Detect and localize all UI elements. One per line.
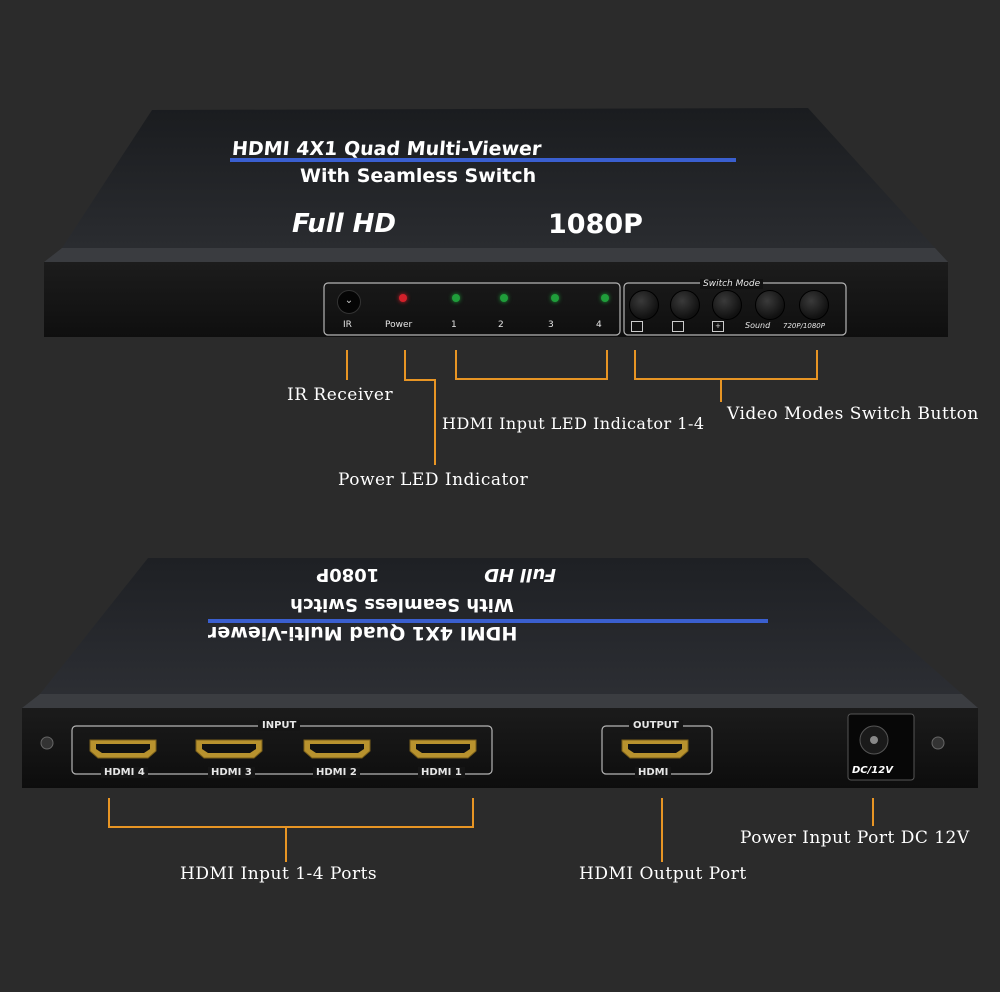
front-title: HDMI 4X1 Quad Multi-Viewer: [231, 138, 543, 160]
mode-button-pip[interactable]: [670, 290, 700, 320]
front-subtitle: With Seamless Switch: [300, 165, 537, 187]
hdmi-input-1-port[interactable]: [408, 738, 478, 760]
back-device-body: [22, 558, 978, 788]
hdmi-output-port[interactable]: [620, 738, 690, 760]
back-accent-line: [208, 619, 768, 623]
input-led-2: [500, 294, 508, 302]
mode-button-split[interactable]: [712, 290, 742, 320]
front-fullhd-badge: Full HD: [292, 209, 396, 239]
hdmi-3-label: HDMI 3: [208, 767, 255, 778]
video-modes-callout: Video Modes Switch Button: [727, 404, 979, 424]
inputs-bracket-right: [472, 798, 474, 828]
quad-view-icon: [631, 321, 643, 332]
mode-bracket-stem: [720, 380, 722, 402]
back-title: HDMI 4X1 Quad Multi-Viewer: [208, 622, 518, 644]
back-1080p-badge: 1080P: [316, 564, 380, 585]
input-group-label: INPUT: [258, 720, 301, 731]
front-1080p-badge: 1080P: [548, 209, 643, 240]
output-callout-line: [661, 798, 663, 862]
led-bracket-right: [606, 350, 608, 380]
front-device: HDMI 4X1 Quad Multi-Viewer With Seamless…: [0, 0, 1000, 350]
mode-bracket-bottom: [634, 378, 818, 380]
hdmi-input-3-port[interactable]: [194, 738, 264, 760]
led-bracket-bottom: [455, 378, 608, 380]
input-led-4: [601, 294, 609, 302]
input-1-label: 1: [451, 320, 457, 330]
input-3-label: 3: [548, 320, 554, 330]
ir-label: IR: [343, 320, 352, 330]
pip-view-icon: [672, 321, 684, 332]
power-led: [399, 294, 407, 302]
hdmi-led-callout: HDMI Input LED Indicator 1-4: [442, 414, 705, 433]
hdmi-2-label: HDMI 2: [313, 767, 360, 778]
ir-receiver-callout: IR Receiver: [287, 385, 394, 405]
sound-button[interactable]: [755, 290, 785, 320]
hdmi-inputs-callout: HDMI Input 1-4 Ports: [180, 864, 378, 884]
hdmi-output-callout: HDMI Output Port: [579, 864, 747, 884]
hdmi-1-label: HDMI 1: [418, 767, 465, 778]
back-subtitle: With Seamless Switch: [290, 594, 514, 615]
sound-label: Sound: [745, 321, 771, 330]
power-led-callout: Power LED Indicator: [338, 470, 529, 490]
input-led-1: [452, 294, 460, 302]
front-accent-line: [230, 158, 736, 162]
split-view-icon: +: [712, 321, 724, 332]
inputs-bracket-bottom: [108, 826, 474, 828]
mode-button-quad[interactable]: [629, 290, 659, 320]
inputs-bracket-stem: [285, 828, 287, 862]
power-label: Power: [385, 320, 413, 330]
mode-bracket-right: [816, 350, 818, 380]
power-callout-line-v2: [434, 379, 436, 465]
input-2-label: 2: [498, 320, 504, 330]
back-fullhd-badge: Full HD: [484, 564, 556, 585]
mode-bracket-left: [634, 350, 636, 380]
switch-mode-label: Switch Mode: [700, 279, 764, 289]
hdmi-input-2-port[interactable]: [302, 738, 372, 760]
hdmi-output-label: HDMI: [635, 767, 672, 778]
ir-callout-line: [346, 350, 348, 380]
hdmi-input-4-port[interactable]: [88, 738, 158, 760]
input-4-label: 4: [596, 320, 602, 330]
power-callout-line-v1: [404, 350, 406, 380]
power-input-callout-line: [872, 798, 874, 826]
hdmi-4-label: HDMI 4: [101, 767, 148, 778]
resolution-button[interactable]: [799, 290, 829, 320]
ir-receiver-icon: ⌄: [337, 290, 361, 314]
back-device: HDMI 4X1 Quad Multi-Viewer With Seamless…: [0, 550, 1000, 800]
dc-12v-label: DC/12V: [852, 765, 893, 776]
power-callout-line-h: [404, 379, 436, 381]
led-bracket-left: [455, 350, 457, 380]
power-input-callout: Power Input Port DC 12V: [740, 828, 970, 848]
input-led-3: [551, 294, 559, 302]
inputs-bracket-left: [108, 798, 110, 828]
resolution-label: 720P/1080P: [783, 322, 825, 330]
output-group-label: OUTPUT: [629, 720, 683, 731]
